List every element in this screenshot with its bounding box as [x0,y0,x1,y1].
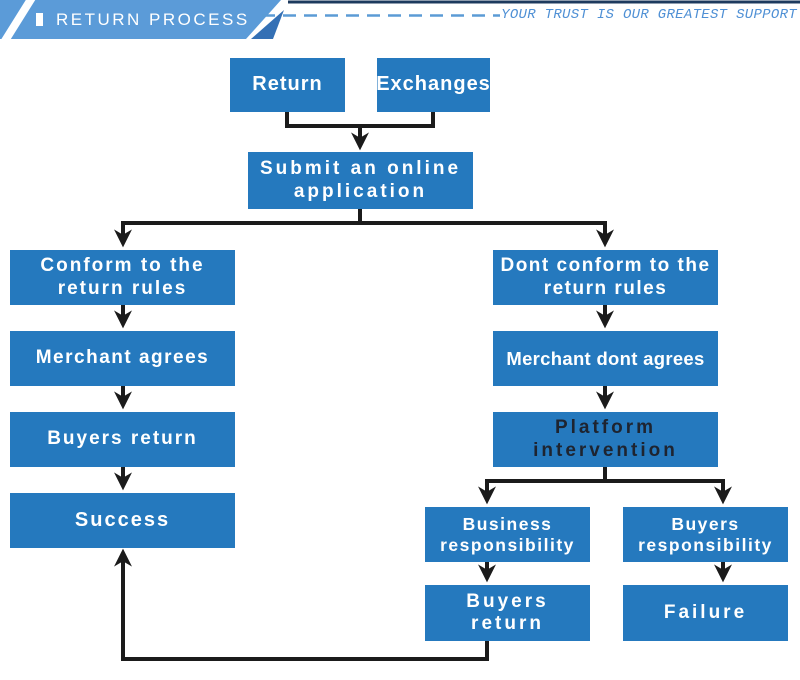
header-title-group: RETURN PROCESS [36,0,250,39]
node-buyers-return-label: Buyers return [47,428,198,450]
node-buyers-return-2-label: Buyers return [466,590,549,634]
node-failure: Failure [623,585,788,641]
banner-fold-icon [251,10,284,39]
connector-top-merge [285,112,435,128]
header-banner [0,0,281,39]
page-title: RETURN PROCESS [56,9,250,29]
node-buyers-return-2: Buyers return [425,585,590,641]
node-business-responsibility: Business responsibility [425,507,590,562]
node-conform-label: Conform to the return rules [40,255,205,299]
node-return-label: Return [252,73,323,96]
connector-platform-branch [485,467,725,483]
node-merchant-dont-agree-label: Merchant dont agrees [506,347,705,369]
node-merchant-dont-agree: Merchant dont agrees [493,331,718,386]
node-business-responsibility-label: Business responsibility [440,513,575,555]
node-conform-rules: Conform to the return rules [10,250,235,305]
node-dont-conform-label: Dont conform to the return rules [500,255,711,299]
node-success: Success [10,493,235,548]
node-submit-application: Submit an online application [248,152,473,209]
node-return: Return [230,58,345,112]
connector-main-branch [121,209,607,225]
node-exchanges-label: Exchanges [376,73,491,96]
node-platform-intervention: Platform intervention [493,412,718,467]
node-failure-label: Failure [663,601,748,623]
node-exchanges: Exchanges [376,58,491,112]
node-success-label: Success [74,508,171,531]
node-merchant-agrees-label: Merchant agrees [35,347,210,369]
header-banner-graphic [0,0,800,46]
banner-slash-icon [0,0,36,46]
node-buyers-return: Buyers return [10,412,235,467]
node-buyers-responsibility-label: Buyers responsibility [638,513,773,555]
node-buyers-responsibility: Buyers responsibility [623,507,788,562]
title-bar-icon [36,13,43,26]
node-dont-conform-rules: Dont conform to the return rules [493,250,718,305]
node-platform-label: Platform intervention [533,417,678,461]
node-merchant-agrees: Merchant agrees [10,331,235,386]
header-slogan: YOUR TRUST IS OUR GREATEST SUPPORT [501,7,797,23]
node-submit-label: Submit an online application [259,158,462,202]
